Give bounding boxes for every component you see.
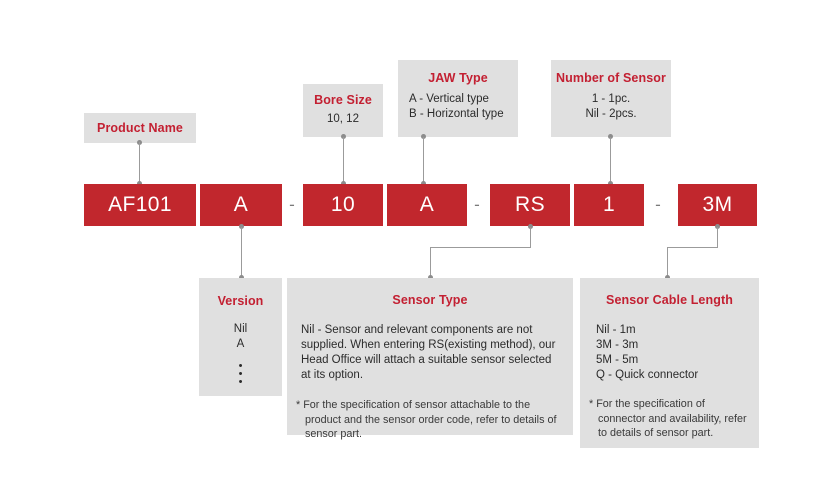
- connector-line-sensor-type-v1: [530, 227, 531, 247]
- connector-dot-jaw-type-bottom: [421, 181, 426, 186]
- callout-sensor-cable-length-line-2: 5M - 5m: [596, 354, 639, 366]
- callout-number-of-sensor-line-0: 1 - 1pc.: [591, 93, 631, 105]
- callout-sensor-cable-length-line-0: Nil - 1m: [596, 324, 636, 336]
- code-chip-sensor-count[interactable]: 1: [574, 184, 644, 226]
- callout-number-of-sensor-line-1: Nil - 2pcs.: [585, 108, 637, 120]
- code-chip-version-value: A: [233, 193, 249, 216]
- connector-line-version: [241, 227, 242, 278]
- callout-sensor-type-paragraph: Nil - Sensor and relevant components are…: [301, 324, 556, 381]
- callout-bore-size-title: Bore Size: [314, 93, 372, 107]
- connector-line-bore-size: [343, 137, 344, 184]
- connector-line-jaw-type: [423, 137, 424, 184]
- connector-line-cable-length-v1: [717, 227, 718, 247]
- connector-dot-number-of-sensor-top: [608, 134, 613, 139]
- callout-number-of-sensor-title: Number of Sensor: [556, 71, 666, 85]
- callout-sensor-type: Sensor Type Nil - Sensor and relevant co…: [287, 278, 573, 440]
- connector-line-cable-length-h: [667, 247, 718, 248]
- callout-sensor-type-note: * For the specification of sensor attach…: [296, 399, 557, 440]
- code-separator-1: -: [284, 184, 300, 226]
- callout-bore-size: Bore Size 10, 12: [303, 84, 383, 137]
- callout-sensor-cable-length-line-3: Q - Quick connector: [596, 369, 699, 381]
- connector-dot-sensor-type-bottom: [428, 275, 433, 280]
- connector-dot-version-bottom: [239, 275, 244, 280]
- connector-dot-product-name-bottom: [137, 181, 142, 186]
- code-chip-jaw-type-value: A: [419, 193, 435, 216]
- code-chip-cable-length-value: 3M: [702, 193, 733, 216]
- code-chip-bore-size-value: 10: [330, 193, 356, 216]
- code-chip-bore-size[interactable]: 10: [303, 184, 383, 226]
- callout-sensor-cable-length-lines: Nil - 1m 3M - 3m 5M - 5m Q - Quick conne…: [580, 307, 759, 383]
- code-separator-3: -: [650, 184, 666, 226]
- code-separator-1-value: -: [289, 195, 295, 214]
- code-chip-version[interactable]: A: [200, 184, 282, 226]
- code-chip-sensor-type-value: RS: [515, 193, 545, 216]
- connector-dot-cable-length-bottom: [665, 275, 670, 280]
- code-separator-2-value: -: [474, 195, 480, 214]
- callout-jaw-type-title: JAW Type: [428, 71, 488, 85]
- callout-version-line-1: A: [236, 338, 245, 350]
- callout-sensor-cable-length-note: * For the specification of connector and…: [589, 398, 747, 439]
- connector-dot-cable-length-top: [715, 224, 720, 229]
- callout-sensor-type-title: Sensor Type: [392, 293, 468, 307]
- connector-dot-jaw-type-top: [421, 134, 426, 139]
- connector-line-product-name: [139, 142, 140, 184]
- callout-jaw-type-line-0: A - Vertical type: [409, 93, 489, 105]
- callout-bore-size-line-0: 10, 12: [327, 113, 359, 125]
- connector-dot-bore-size-top: [341, 134, 346, 139]
- callout-version-line-0: Nil: [233, 323, 248, 335]
- callout-sensor-cable-length-line-1: 3M - 3m: [596, 339, 639, 351]
- code-separator-3-value: -: [655, 195, 661, 214]
- callout-jaw-type: JAW Type A - Vertical type B - Horizonta…: [398, 60, 518, 137]
- callout-version: Version Nil A •••: [199, 278, 282, 396]
- callout-sensor-cable-length-title: Sensor Cable Length: [606, 293, 733, 307]
- code-chip-sensor-count-value: 1: [602, 193, 616, 216]
- code-chip-product-name[interactable]: AF101: [84, 184, 196, 226]
- connector-dot-sensor-type-top: [528, 224, 533, 229]
- connector-line-sensor-type-v2: [430, 247, 431, 278]
- connector-dot-number-of-sensor-bottom: [608, 181, 613, 186]
- code-chip-product-name-value: AF101: [108, 193, 172, 216]
- code-chip-sensor-type[interactable]: RS: [490, 184, 570, 226]
- callout-jaw-type-line-1: B - Horizontal type: [409, 108, 504, 120]
- callout-sensor-cable-length: Sensor Cable Length Nil - 1m 3M - 3m 5M …: [580, 278, 759, 448]
- callout-number-of-sensor: Number of Sensor 1 - 1pc. Nil - 2pcs.: [551, 60, 671, 137]
- callout-product-name-title: Product Name: [97, 121, 183, 135]
- connector-dot-version-top: [239, 224, 244, 229]
- connector-line-number-of-sensor: [610, 137, 611, 184]
- callout-version-title: Version: [217, 294, 264, 308]
- callout-number-of-sensor-lines: 1 - 1pc. Nil - 2pcs.: [551, 85, 671, 122]
- code-separator-2: -: [469, 184, 485, 226]
- connector-line-cable-length-v2: [667, 247, 668, 278]
- callout-jaw-type-lines: A - Vertical type B - Horizontal type: [398, 85, 518, 122]
- connector-dot-bore-size-bottom: [341, 181, 346, 186]
- callout-product-name: Product Name: [84, 113, 196, 143]
- code-chip-jaw-type[interactable]: A: [387, 184, 467, 226]
- callout-version-ellipsis: •••: [238, 360, 243, 388]
- connector-line-sensor-type-h: [430, 247, 531, 248]
- code-chip-cable-length[interactable]: 3M: [678, 184, 757, 226]
- callout-version-lines: Nil A •••: [199, 308, 282, 388]
